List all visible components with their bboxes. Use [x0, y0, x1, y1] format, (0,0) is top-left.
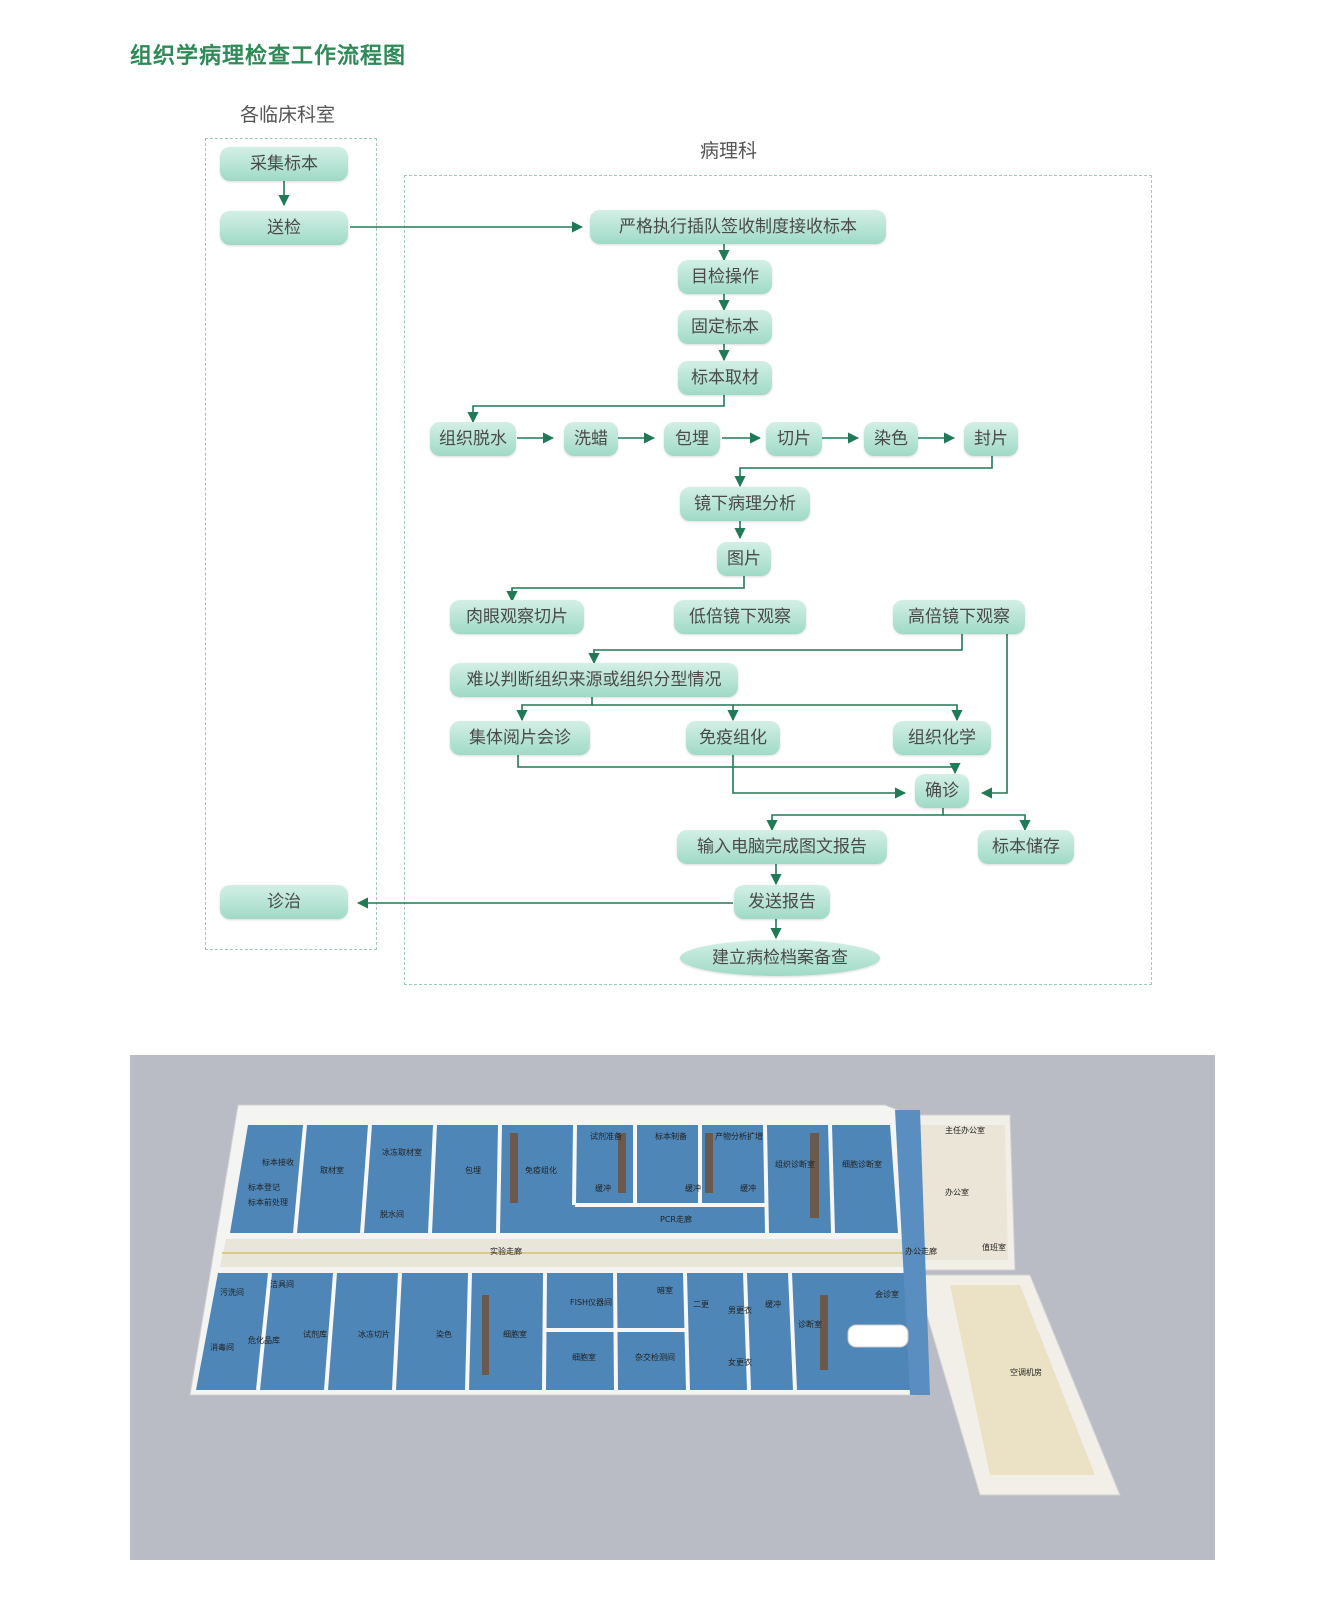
node-image: 图片	[717, 542, 771, 576]
svg-text:办公走廊: 办公走廊	[905, 1246, 937, 1256]
svg-text:办公室: 办公室	[945, 1187, 969, 1197]
svg-text:值班室: 值班室	[982, 1242, 1006, 1252]
node-naked-eye: 肉眼观察切片	[450, 600, 584, 634]
svg-text:标本登记: 标本登记	[248, 1182, 280, 1192]
svg-text:冰冻取材室: 冰冻取材室	[382, 1147, 422, 1157]
node-low-power: 低倍镜下观察	[674, 600, 806, 634]
svg-text:组织诊断室: 组织诊断室	[775, 1159, 815, 1169]
node-embed: 包埋	[664, 422, 720, 456]
svg-text:细胞室: 细胞室	[572, 1352, 596, 1362]
svg-text:会诊室: 会诊室	[875, 1289, 899, 1299]
svg-text:染色: 染色	[436, 1329, 452, 1339]
svg-text:空调机房: 空调机房	[1010, 1367, 1042, 1377]
flow-connectors	[278, 181, 1031, 940]
node-histochemistry: 组织化学	[893, 721, 991, 755]
svg-text:污洗间: 污洗间	[220, 1287, 244, 1297]
node-visual-inspection: 目检操作	[678, 260, 772, 294]
svg-text:标本前处理: 标本前处理	[248, 1197, 288, 1207]
svg-text:标本制备: 标本制备	[655, 1131, 687, 1141]
svg-text:缓冲: 缓冲	[765, 1299, 781, 1309]
node-collect-specimen: 采集标本	[220, 147, 348, 181]
svg-text:危化品库: 危化品库	[248, 1335, 280, 1345]
node-group-consult: 集体阅片会诊	[450, 721, 590, 755]
svg-text:免疫组化: 免疫组化	[525, 1165, 557, 1175]
svg-text:脱水间: 脱水间	[380, 1209, 404, 1219]
svg-text:主任办公室: 主任办公室	[945, 1125, 985, 1135]
floor-plan-drawing: 标本接收 取材室 冰冻取材室 包埋 免疫组化 试剂准备 标本制备 产物分析扩增 …	[189, 1104, 1121, 1496]
node-specimen-storage: 标本储存	[978, 830, 1074, 864]
section-label-pathology: 病理科	[700, 140, 758, 162]
node-fix-specimen: 固定标本	[678, 310, 772, 344]
node-ihc: 免疫组化	[686, 721, 780, 755]
svg-text:FISH仪器间: FISH仪器间	[570, 1298, 612, 1307]
svg-text:标本接收: 标本接收	[262, 1157, 294, 1167]
node-dehydrate: 组织脱水	[430, 422, 516, 456]
svg-text:细胞诊断室: 细胞诊断室	[842, 1159, 882, 1169]
node-seal: 封片	[964, 422, 1018, 456]
node-treatment: 诊治	[220, 885, 348, 919]
svg-text:缓冲: 缓冲	[740, 1183, 756, 1193]
svg-text:冰冻切片: 冰冻切片	[358, 1329, 390, 1339]
section-label-clinical: 各临床科室	[240, 104, 336, 126]
node-microscope-analysis: 镜下病理分析	[680, 487, 810, 521]
svg-text:试剂准备: 试剂准备	[590, 1131, 622, 1141]
svg-text:实验走廊: 实验走廊	[490, 1246, 522, 1256]
svg-text:试剂库: 试剂库	[303, 1329, 327, 1339]
page-title: 组织学病理检查工作流程图	[130, 44, 407, 69]
svg-text:杂交检测间: 杂交检测间	[635, 1352, 675, 1362]
node-stain: 染色	[864, 422, 918, 456]
svg-text:细胞室: 细胞室	[503, 1329, 527, 1339]
svg-text:男更衣: 男更衣	[728, 1305, 752, 1315]
clinical-dept-box	[205, 138, 377, 950]
node-report-entry: 输入电脑完成图文报告	[677, 830, 887, 864]
svg-text:包埋: 包埋	[465, 1165, 481, 1175]
svg-text:PCR走廊: PCR走廊	[660, 1214, 692, 1224]
svg-text:洁具间: 洁具间	[270, 1279, 294, 1289]
node-cut: 切片	[766, 422, 822, 456]
svg-text:女更衣: 女更衣	[728, 1357, 752, 1367]
node-difficult-case: 难以判断组织来源或组织分型情况	[450, 663, 738, 697]
svg-text:缓冲: 缓冲	[595, 1183, 611, 1193]
svg-text:消毒间: 消毒间	[210, 1342, 234, 1352]
node-sampling: 标本取材	[678, 361, 772, 395]
node-diagnosis: 确诊	[915, 774, 969, 808]
pathology-dept-box	[404, 175, 1152, 985]
node-send-inspection: 送检	[220, 211, 348, 245]
node-send-report: 发送报告	[734, 885, 830, 919]
svg-text:取材室: 取材室	[320, 1165, 344, 1175]
svg-text:二更: 二更	[693, 1300, 709, 1309]
svg-text:诊断室: 诊断室	[798, 1319, 822, 1329]
floor-plan-illustration: 标本接收 取材室 冰冻取材室 包埋 免疫组化 试剂准备 标本制备 产物分析扩增 …	[130, 1055, 1215, 1560]
svg-text:缓冲: 缓冲	[685, 1183, 701, 1193]
node-wax: 洗蜡	[564, 422, 618, 456]
node-receive-specimen: 严格执行插队签收制度接收标本	[590, 210, 886, 244]
node-archive: 建立病检档案备查	[680, 940, 880, 976]
svg-text:产物分析扩增: 产物分析扩增	[715, 1131, 763, 1141]
node-high-power: 高倍镜下观察	[893, 600, 1025, 634]
svg-text:暗室: 暗室	[657, 1285, 673, 1295]
